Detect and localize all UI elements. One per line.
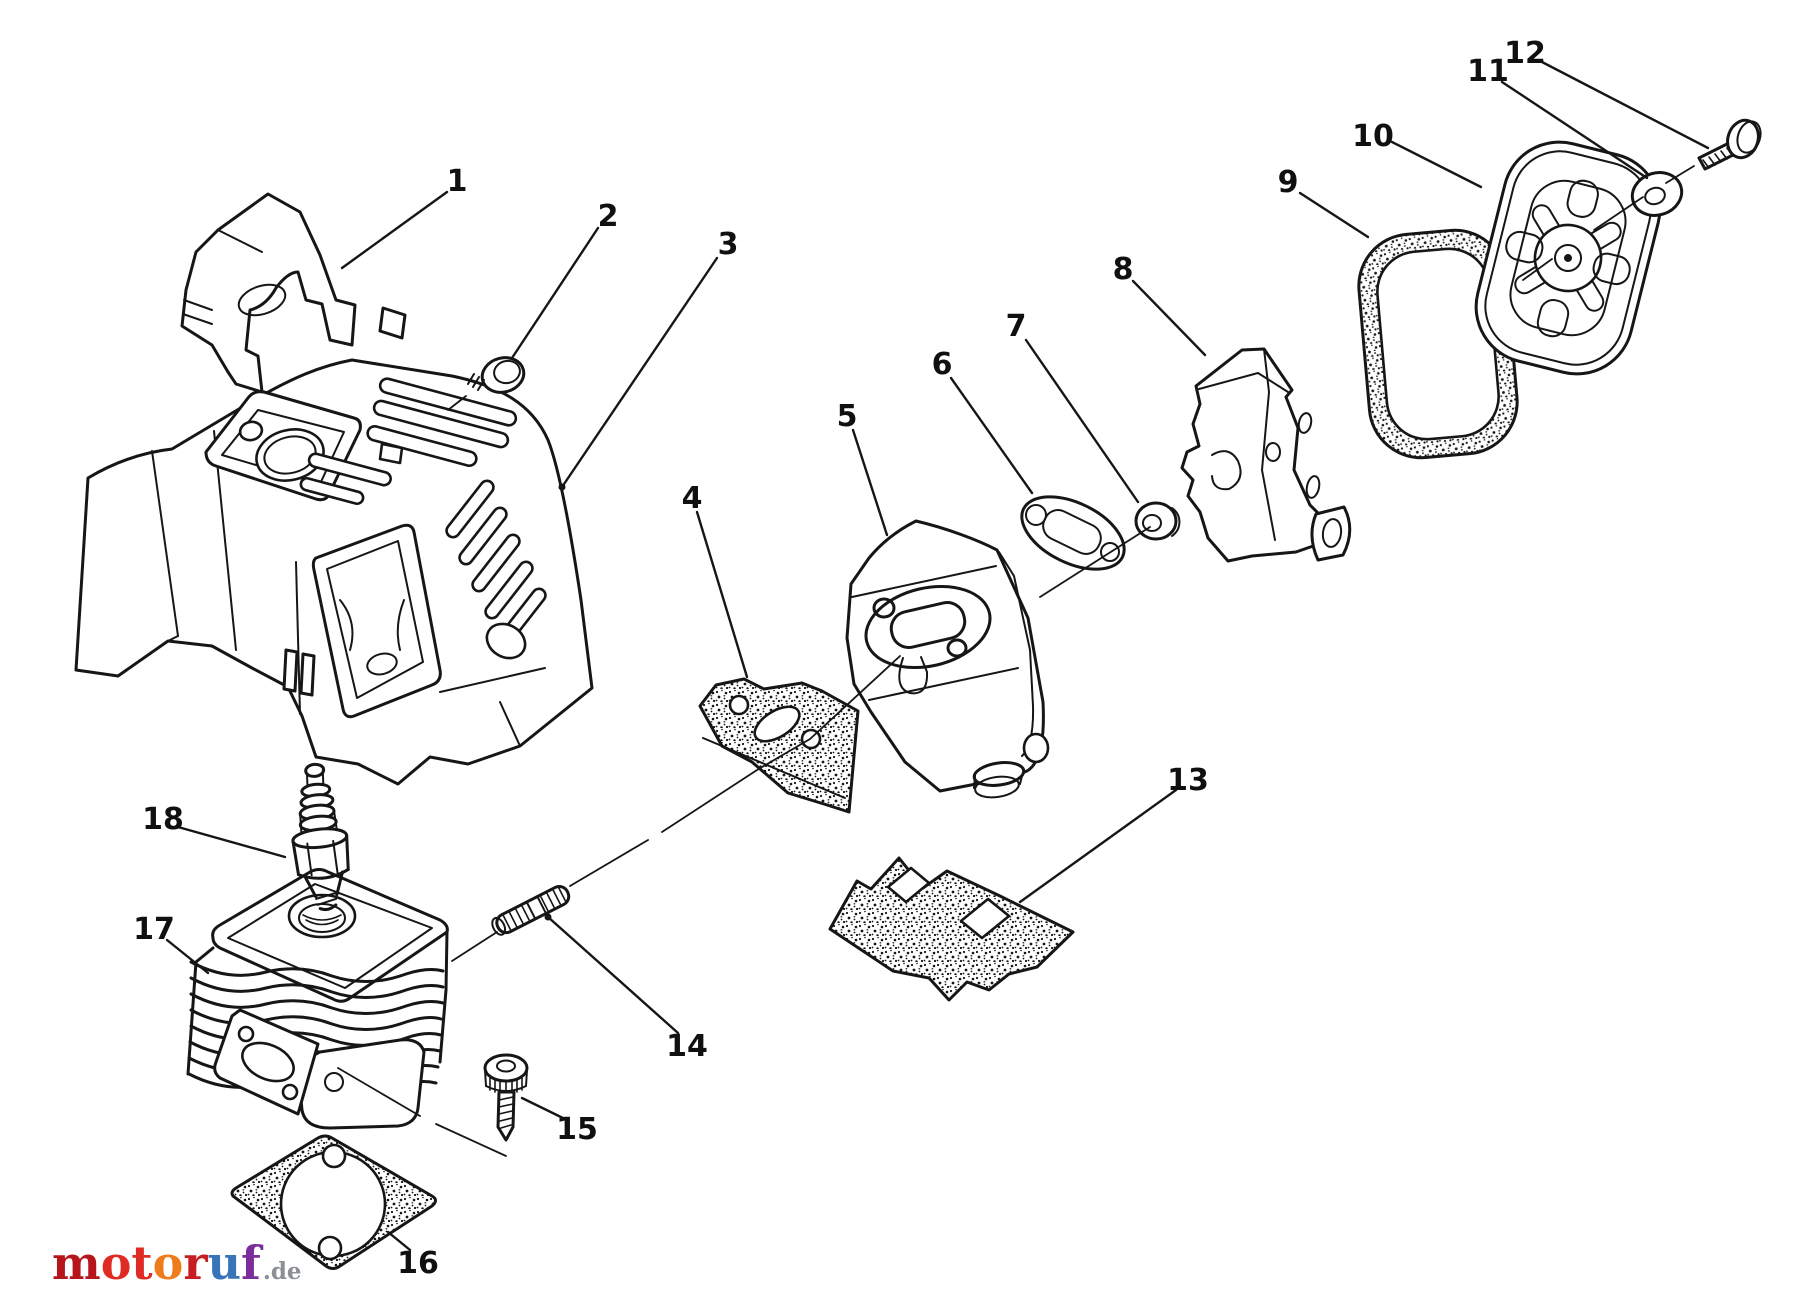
callout-5-leader bbox=[851, 428, 889, 537]
assembly-axis-lines bbox=[337, 165, 1695, 1157]
callout-9-leader bbox=[1298, 191, 1370, 239]
part-9-gasket-ring-drawing bbox=[1357, 228, 1519, 460]
callout-2-leader bbox=[510, 226, 600, 360]
callout-18-label: 18 bbox=[142, 802, 184, 837]
callout-11-leader bbox=[1500, 80, 1649, 180]
callout-9-label: 9 bbox=[1278, 165, 1299, 200]
callout-3-leader bbox=[560, 256, 719, 489]
watermark-suffix: .de bbox=[262, 1258, 302, 1285]
callout-13-label: 13 bbox=[1167, 763, 1209, 798]
callout-15-leader bbox=[520, 1096, 569, 1122]
callout-17-label: 17 bbox=[133, 912, 175, 947]
callout-17-leader bbox=[165, 938, 210, 975]
callout-6-leader bbox=[949, 376, 1034, 495]
callout-12-label: 12 bbox=[1504, 36, 1546, 71]
callout-5-label: 5 bbox=[837, 399, 858, 434]
callout-15-label: 15 bbox=[556, 1112, 598, 1147]
part-4-muffler-gasket-drawing bbox=[698, 677, 860, 814]
callout-16-leader bbox=[386, 1230, 412, 1252]
callout-10-leader bbox=[1390, 140, 1483, 189]
callout-1-label: 1 bbox=[447, 164, 468, 199]
watermark-letter: o bbox=[100, 1236, 132, 1290]
watermark-text: motoruf bbox=[52, 1240, 261, 1286]
part-1-cover-bracket-drawing bbox=[180, 192, 407, 394]
part-16-base-gasket-drawing bbox=[230, 1134, 437, 1270]
watermark-letter: u bbox=[207, 1236, 242, 1290]
callout-16-label: 16 bbox=[397, 1246, 439, 1281]
callout-4-label: 4 bbox=[682, 481, 703, 516]
watermark-letter: m bbox=[52, 1236, 101, 1290]
callout-8-leader bbox=[1131, 279, 1207, 357]
watermark-letter: t bbox=[131, 1236, 153, 1290]
callout-3-label: 3 bbox=[718, 227, 739, 262]
callout-10-label: 10 bbox=[1352, 119, 1394, 154]
watermark-letter: o bbox=[152, 1236, 184, 1290]
callout-6-label: 6 bbox=[932, 347, 953, 382]
callout-3-dot bbox=[558, 483, 566, 491]
part-7-collar-nut-drawing bbox=[1039, 501, 1181, 598]
part-12-cover-screw-drawing bbox=[1697, 118, 1762, 171]
part-17-cylinder-drawing bbox=[186, 868, 449, 1130]
part-14-stud-drawing bbox=[491, 884, 571, 936]
callout-8-label: 8 bbox=[1113, 252, 1134, 287]
part-11-washer-drawing bbox=[1630, 171, 1684, 217]
callout-11-label: 11 bbox=[1467, 54, 1509, 89]
part-10-air-filter-cover-drawing bbox=[1474, 140, 1662, 376]
callout-13-leader bbox=[1018, 788, 1178, 904]
part-13-mount-gasket-drawing bbox=[828, 856, 1075, 1002]
callout-1-leader bbox=[340, 190, 449, 270]
part-2-shroud-screw-drawing bbox=[447, 356, 526, 411]
callout-2-label: 2 bbox=[598, 199, 619, 234]
watermark-letter: f bbox=[241, 1236, 261, 1290]
watermark-letter: r bbox=[183, 1236, 208, 1290]
part-5-muffler-drawing bbox=[845, 519, 1050, 799]
callout-14-dot bbox=[544, 913, 552, 921]
watermark-logo: motoruf .de bbox=[52, 1240, 302, 1286]
part-15-cylinder-bolt-drawing bbox=[483, 1053, 529, 1142]
callout-14-leader bbox=[546, 915, 680, 1035]
callout-4-leader bbox=[695, 510, 749, 679]
callout-12-leader bbox=[1540, 60, 1710, 150]
callout-7-leader bbox=[1024, 338, 1140, 504]
callout-14-label: 14 bbox=[666, 1029, 708, 1064]
callout-7-label: 7 bbox=[1006, 309, 1027, 344]
part-6-exhaust-gasket-drawing bbox=[1020, 495, 1126, 571]
callout-18-leader bbox=[176, 825, 287, 859]
part-3-engine-shroud-drawing bbox=[74, 358, 594, 786]
part-18-spark-plug-drawing bbox=[291, 762, 350, 912]
part-8-shield-bracket-drawing bbox=[1180, 347, 1352, 563]
